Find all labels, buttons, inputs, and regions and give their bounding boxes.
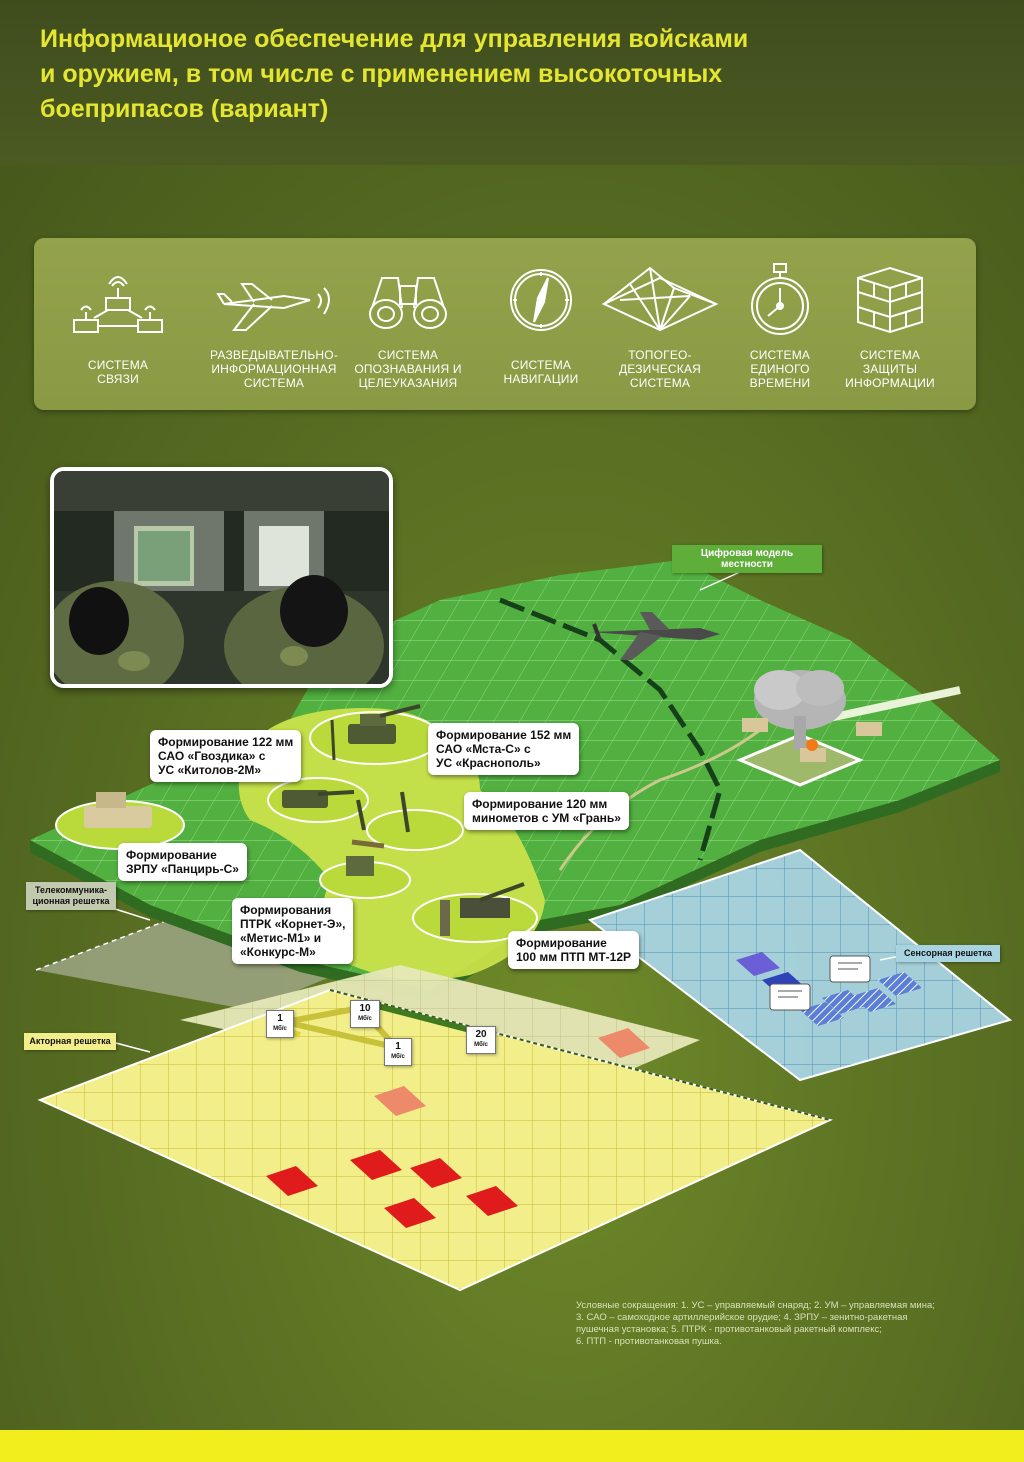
weapon-systems — [84, 704, 525, 936]
title-line-3: боеприпасов (вариант) — [40, 95, 329, 123]
target-cells — [266, 1150, 518, 1228]
actor-grid-layer — [37, 965, 833, 1292]
target-site — [736, 670, 882, 787]
compass-icon — [510, 269, 572, 331]
header-background — [0, 0, 1024, 165]
control-room-photo — [50, 467, 393, 688]
title-line-2: и оружием, в том числе с применением выс… — [40, 60, 723, 88]
uav-drone — [590, 612, 720, 660]
telecom-grid-label: Телекоммуника- ционная решетка — [26, 882, 116, 910]
title-line-1: Информационое обеспечение для управления… — [40, 25, 749, 53]
stopwatch-icon — [751, 263, 809, 335]
binoculars-icon — [369, 277, 447, 329]
abbreviations-footnote: Условные сокращения: 1. УС – управляемый… — [576, 1300, 935, 1347]
operators-image — [54, 471, 389, 684]
page-title: Информационое обеспечение для управления… — [40, 22, 940, 127]
brick-wall-icon — [857, 266, 923, 334]
drone-icon — [216, 283, 330, 331]
sensor-grid-layer — [587, 848, 1013, 1082]
bottom-band — [0, 1430, 1024, 1462]
terrain-model-label: Цифровая модель местности — [672, 545, 822, 573]
terrain-icon — [601, 266, 719, 332]
sensor-grid-label: Сенсорная решетка — [896, 945, 1000, 962]
actor-grid-label: Акторная решетка — [24, 1033, 116, 1050]
radio-network-icon — [73, 276, 163, 333]
